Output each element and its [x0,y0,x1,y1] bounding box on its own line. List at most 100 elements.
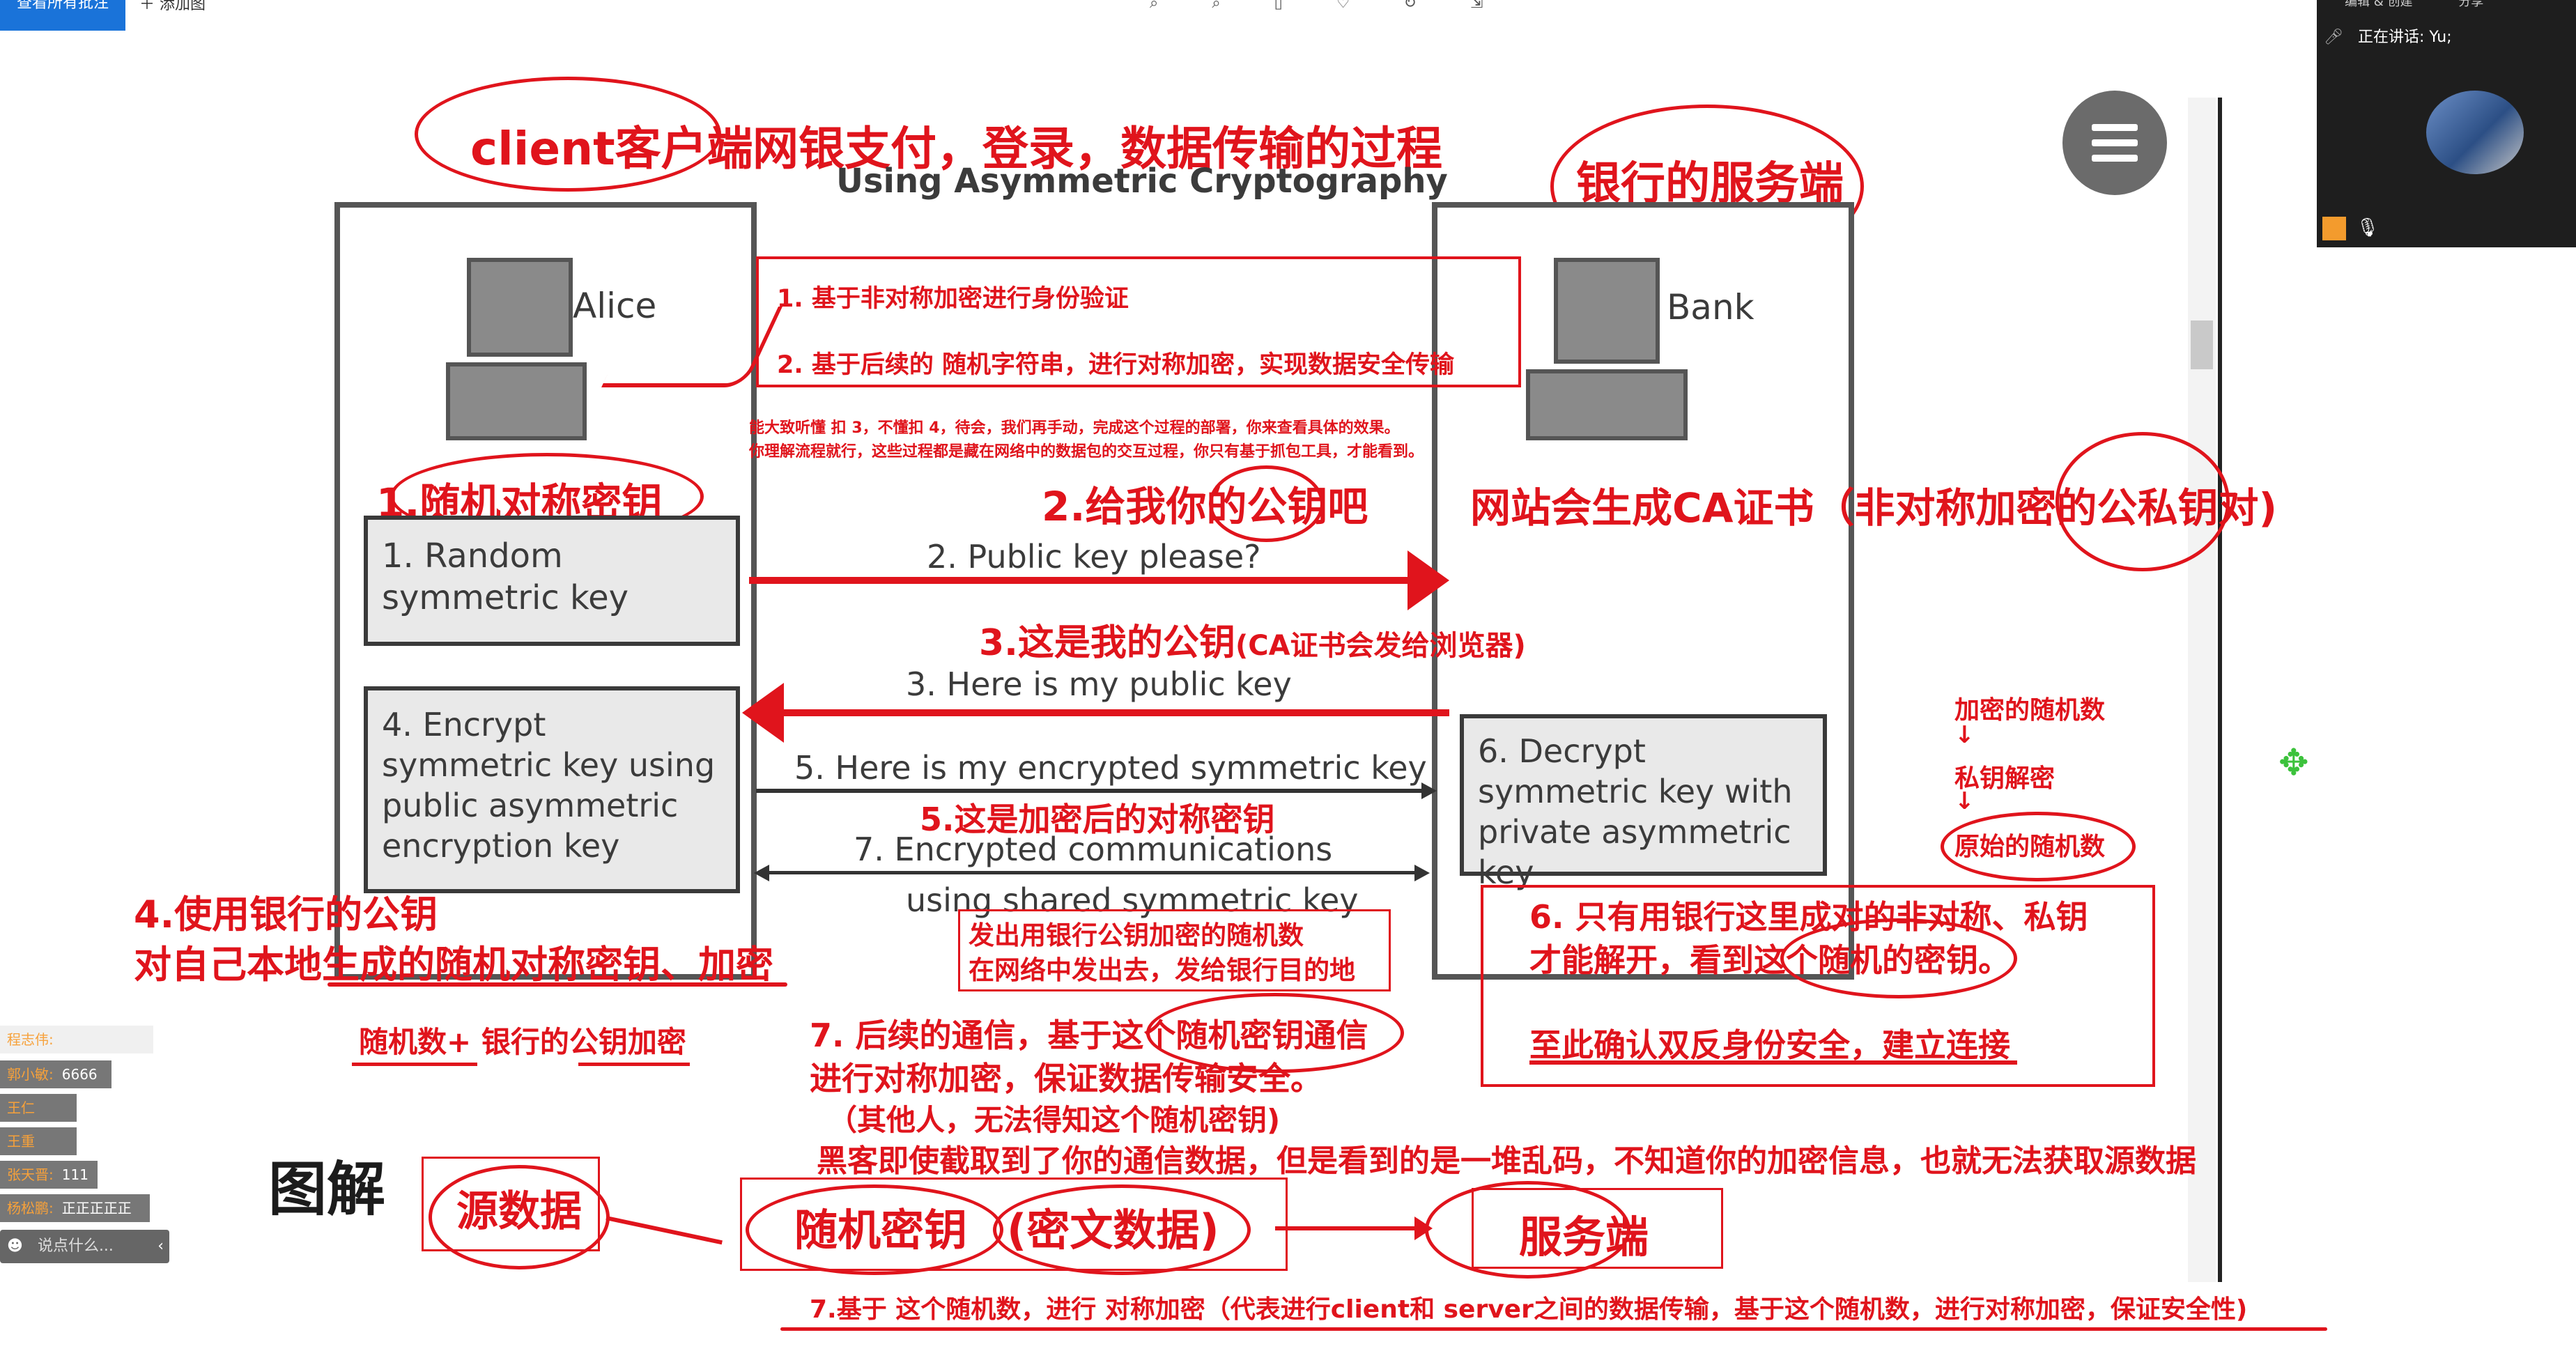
note-line-1: 能大致听懂 扣 3，不懂扣 4，待会，我们再手动，完成这个过程的部署，你来查看具… [749,419,1400,437]
step4-annotation-1: 4.使用银行的公钥 [134,893,438,936]
zoom-out-icon[interactable]: ⌕ [1212,0,1221,12]
step3-annotation-sub: (CA证书会发给浏览器) [1235,630,1526,662]
step6-box: 6. Decrypt symmetric key with private as… [1460,714,1827,891]
bottom-note: 7.基于 这个随机数，进行 对称加密（代表进行client和 server之间的… [810,1295,2248,1324]
flow-key-box [740,1178,1288,1271]
step4-annotation-3: 随机数+ 银行的公钥加密 [359,1025,686,1059]
step7-arrowhead-left [754,865,769,881]
rotate-icon[interactable]: ↻ [1403,0,1417,12]
step4-annotation-2: 对自己本地生成的随机对称密钥、加密 [134,943,773,987]
share-menu[interactable]: 分享 [2458,0,2484,9]
sent-note-2: 在网络中发出去，发给银行目的地 [969,955,1355,985]
note-line-2: 你理解流程就行，这些过程都是藏在网络中的数据包的交互过程，你只有基于抓包工具，才… [749,443,1424,461]
side-arrow-2: ↓ [1954,787,1975,815]
view-all-annotations-button[interactable]: 查看所有批注 [0,0,125,31]
chat-message: 王仁刚:1 [0,1094,77,1144]
step2-arrowhead [1407,550,1449,610]
participant-tag: 🎙︎ Yu [2317,213,2400,269]
menu-icon [2092,124,2138,162]
step3-text: 3. Here is my public key [906,665,1292,703]
step5-arrowhead [1421,782,1437,799]
chat-message: 杨松鹏:正正正正正 [0,1194,150,1222]
step7-arrowhead-right [1414,865,1430,881]
speaking-label: 正在讲话: Yu; [2357,29,2452,46]
steps-box [756,256,1521,387]
top-menu: 编辑 & 创建 分享 [2345,0,2575,11]
flow-server: 服务端 [1519,1212,1649,1263]
flow-arrow-2 [1275,1226,1421,1230]
add-label: 添加图 [160,0,206,13]
step2-circle [1209,465,1324,542]
bank-label: Bank [1667,287,1754,327]
chat-message: 程志伟: [0,1026,153,1053]
step4-underline-3 [578,1063,690,1066]
step7-arrow [766,871,1414,874]
diagram-subtitle: Using Asymmetric Cryptography [836,162,1448,201]
step2-text: 2. Public key please? [927,538,1261,576]
flow-source: 源数据 [456,1187,582,1236]
edit-create-menu[interactable]: 编辑 & 创建 [2345,0,2413,9]
export-icon[interactable]: ⇲ [1470,0,1483,12]
step6-annotation-1: 6. 只有用银行这里成对的非对称、私钥 [1529,898,2088,936]
chat-input-bar[interactable]: ☻ 说点什么... ‹ [0,1230,169,1263]
ca-circle [2056,432,2230,571]
step6-annotation-box [1481,885,2155,1087]
step4-underline [327,982,787,987]
scrollbar-thumb[interactable] [2191,321,2213,369]
flow-server-circle [1425,1181,1630,1279]
flow-cipher-circle [993,1184,1251,1275]
steps-item-1: 1. 基于非对称加密进行身份验证 [777,285,1129,313]
collapse-chevron-icon[interactable]: ‹ [157,1237,164,1255]
side-note-3-circle [1941,812,2136,881]
menu-button[interactable] [2062,91,2167,195]
microphone-icon: 🎤︎ [2324,29,2343,46]
step6-circle [1780,918,2017,998]
step5-text: 5. Here is my encrypted symmetric key [794,749,1427,787]
step5-arrow [756,789,1425,793]
step4-underline-2 [352,1063,477,1066]
flow-arrow-1 [606,1216,723,1245]
step6-box-text: 6. Decrypt symmetric key with private as… [1478,732,1793,891]
step7-annotation-3: （其他人，无法得知这个随机密钥) [828,1103,1281,1137]
step4-box: 4. Encrypt symmetric key using public as… [364,686,740,893]
user-icon [2322,216,2346,240]
hacker-note: 黑客即使截取到了你的通信数据，但是看到的是一堆乱码，不知道你的加密信息，也就无法… [817,1143,2196,1179]
flow-cipher: (密文数据) [1007,1205,1219,1256]
step7-text: 7. Encrypted communications [854,831,1333,868]
participant-name: Yu [2317,248,2338,269]
page-icon[interactable]: ▯ [1274,0,1283,12]
add-button[interactable]: ＋ 添加图 [139,0,206,14]
heart-icon[interactable]: ♡ [1336,0,1350,12]
client-circle [415,77,721,192]
step2-arrow [749,577,1418,584]
step3-annotation-main: 3.这是我的公钥 [979,622,1235,664]
step3-annotation: 3.这是我的公钥(CA证书会发给浏览器) [979,613,1526,665]
step1-box: 1. Random symmetric key [364,516,740,646]
scrollbar[interactable] [2188,98,2216,1282]
avatar [2426,91,2524,174]
chat-message: 王重远:1 [0,1127,77,1178]
view-all-label: 查看所有批注 [16,0,109,12]
slide-right-border [2218,98,2222,1282]
speaking-indicator: 🎤︎ 正在讲话: Yu; [2324,24,2533,52]
bank-computer-icon [1526,258,1688,446]
step3-arrow [780,709,1449,716]
sent-note-box [958,909,1391,991]
step7-circle [1146,993,1404,1073]
step6-annotation-3: 至此确认双反身份安全，建立连接 [1529,1026,2010,1064]
step6-underline [1529,1060,2017,1065]
chat-message: 张天晋:111 [0,1161,98,1189]
chat-input[interactable]: 说点什么... [37,1237,114,1255]
step3-arrowhead [742,683,784,743]
viewer-toolbar: ⌕ ⌕ ▯ ♡ ↻ ⇲ [1150,0,1484,14]
side-note-1: 加密的随机数 [1954,696,2106,725]
sent-note-1: 发出用银行公钥加密的随机数 [969,920,1304,950]
emoji-icon[interactable]: ☻ [7,1237,23,1255]
step4-box-text: 4. Encrypt symmetric key using public as… [382,706,716,865]
plus-icon: ＋ [139,0,160,13]
step7-text-2: using shared symmetric key [906,881,1359,919]
side-note-2: 私钥解密 [1954,764,2056,793]
flow-key: 随机密钥 [794,1205,968,1256]
zoom-in-icon[interactable]: ⌕ [1150,0,1159,12]
video-panel: 编辑 & 创建 分享 🎤︎ 正在讲话: Yu; 🎙︎ Yu [2317,0,2576,269]
